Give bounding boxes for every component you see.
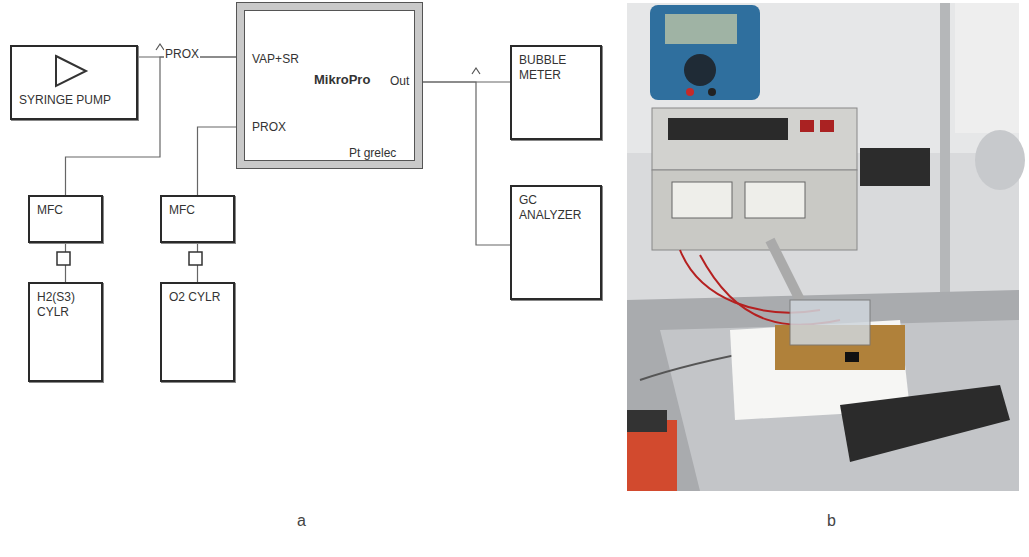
panel-label: b bbox=[826, 512, 837, 530]
regulator-symbol bbox=[57, 252, 70, 265]
mfc-box: MFC bbox=[160, 195, 235, 243]
node-text: Out bbox=[390, 74, 409, 89]
cylinder-box: O2 CYLR bbox=[160, 282, 235, 382]
node-text: MFC bbox=[37, 203, 94, 218]
line-label: PROX bbox=[164, 47, 200, 61]
regulator-symbol bbox=[189, 252, 202, 265]
pump-symbol bbox=[52, 53, 92, 89]
microreactor-box: VAP+SR MikroPro OutPROX Pt grelec bbox=[237, 3, 422, 168]
bubble-meter-box: BUBBLE METER bbox=[510, 45, 602, 140]
cylinder-box: H2(S3) CYLR bbox=[28, 282, 103, 382]
node-text: MFC bbox=[169, 203, 226, 218]
node-text: MikroPro bbox=[314, 72, 370, 88]
analyzer-box: GC ANALYZER bbox=[510, 185, 602, 300]
node-text: O2 CYLR bbox=[169, 290, 226, 305]
node-text: Pt grelec bbox=[349, 146, 396, 161]
gas-line bbox=[422, 82, 510, 245]
node-text: PROX bbox=[252, 120, 286, 135]
mfc-box: MFC bbox=[28, 195, 103, 243]
node-text: GC ANALYZER bbox=[519, 193, 593, 223]
gas-line bbox=[198, 127, 238, 195]
node-text: SYRINGE PUMP bbox=[19, 93, 129, 108]
photo-illustration bbox=[627, 3, 1025, 491]
node-text: BUBBLE METER bbox=[519, 53, 593, 83]
node-text: VAP+SR bbox=[252, 52, 299, 67]
node-text: H2(S3) CYLR bbox=[37, 290, 94, 320]
syringe-pump-box: SYRINGE PUMP bbox=[10, 45, 138, 120]
panel-label: a bbox=[296, 512, 307, 530]
